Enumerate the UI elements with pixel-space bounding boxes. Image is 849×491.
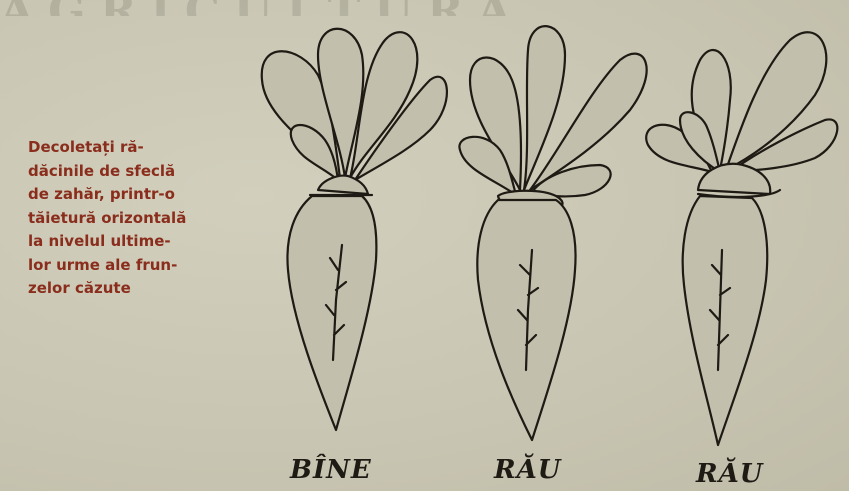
beet-correct xyxy=(262,29,447,430)
label-bad-2: RĂU xyxy=(696,459,763,489)
label-bad-1: RĂU xyxy=(494,455,561,485)
label-good: BÎNE xyxy=(290,455,372,485)
beet-bad-high xyxy=(459,26,646,440)
beet-bad-low xyxy=(646,32,837,445)
